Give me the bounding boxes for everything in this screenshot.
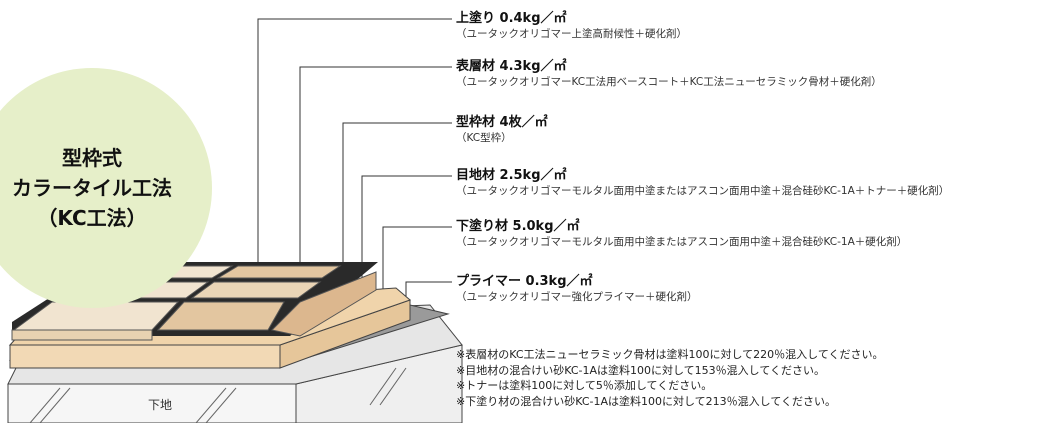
note-item: ※トナーは塗料100に対して5％添加してください。 <box>456 379 713 392</box>
note-item: ※下塗り材の混合けい砂KC-1Aは塗料100に対して213％混入してください。 <box>456 394 837 408</box>
leader-joint <box>361 175 452 280</box>
layer-material: （ユータックオリゴマーKC工法用ベースコート＋KC工法ニューセラミック骨材＋硬化… <box>456 76 882 88</box>
mixing-notes: ※表層材のKC工法ニューセラミック骨材は塗料100に対して220％混入してくださ… <box>456 347 884 409</box>
layer-material: （KC型枠） <box>456 132 512 144</box>
layer-title: 型枠材 4枚／㎡ <box>456 115 548 130</box>
layer-title: 目地材 2.5kg／㎡ <box>456 168 567 183</box>
layer-surface-material: 表層材 4.3kg／㎡ （ユータックオリゴマーKC工法用ベースコート＋KC工法ニ… <box>456 59 882 89</box>
method-type: 型枠式 <box>62 146 122 170</box>
layer-topcoat: 上塗り 0.4kg／㎡ （ユータックオリゴマー上塗高耐候性＋硬化剤） <box>456 11 687 41</box>
layer-undercoat: 下塗り材 5.0kg／㎡ （ユータックオリゴマーモルタル面用中塗またはアスコン面… <box>456 219 907 249</box>
leader-form <box>342 122 452 268</box>
leader-lines <box>257 18 452 304</box>
layer-title: 下塗り材 5.0kg／㎡ <box>456 219 580 234</box>
leader-primer <box>405 281 452 304</box>
layer-title: 表層材 4.3kg／㎡ <box>456 59 567 74</box>
method-name: カラータイル工法 <box>12 176 172 200</box>
leader-surface <box>299 66 452 270</box>
note-item: ※目地材の混合けい砂KC-1Aは塗料100に対して153％混入してください。 <box>456 363 826 377</box>
method-abbrev: （KC工法） <box>37 206 147 230</box>
method-badge: 型枠式 カラータイル工法 （KC工法） <box>0 68 212 308</box>
note-item: ※表層材のKC工法ニューセラミック骨材は塗料100に対して220％混入してくださ… <box>456 348 884 361</box>
layer-title: 上塗り 0.4kg／㎡ <box>456 11 567 26</box>
layer-primer: プライマー 0.3kg／㎡ （ユータックオリゴマー強化プライマー＋硬化剤） <box>456 274 698 304</box>
layer-material: （ユータックオリゴマー強化プライマー＋硬化剤） <box>456 291 698 303</box>
substrate-label: 下地 <box>148 398 173 412</box>
layer-form-material: 型枠材 4枚／㎡ （KC型枠） <box>456 115 548 145</box>
layer-material: （ユータックオリゴマー上塗高耐候性＋硬化剤） <box>456 28 687 40</box>
layer-material: （ユータックオリゴマーモルタル面用中塗またはアスコン面用中塗＋混合硅砂KC-1A… <box>456 185 950 197</box>
layer-joint-material: 目地材 2.5kg／㎡ （ユータックオリゴマーモルタル面用中塗またはアスコン面用… <box>456 168 949 198</box>
layer-title: プライマー 0.3kg／㎡ <box>456 274 593 289</box>
leader-topcoat <box>257 18 452 262</box>
layer-material: （ユータックオリゴマーモルタル面用中塗またはアスコン面用中塗＋混合硅砂KC-1A… <box>456 236 908 248</box>
leader-undercoat <box>382 226 452 292</box>
